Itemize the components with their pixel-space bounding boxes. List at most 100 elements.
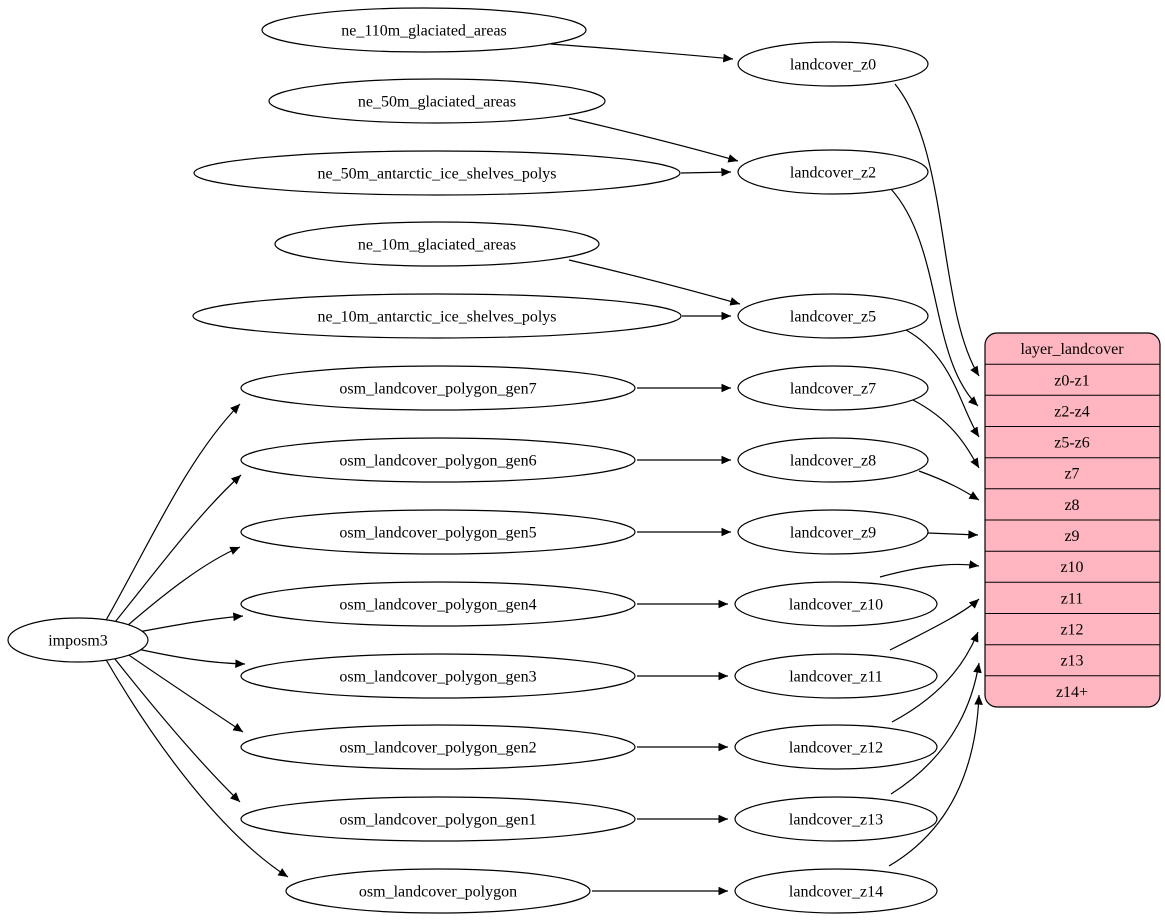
node-landcover-z11: landcover_z11 (734, 653, 938, 699)
record-row-z2z4: z2-z4 (1054, 403, 1090, 420)
node-shape (285, 868, 591, 914)
edge-imposm3-to-gen3 (132, 647, 246, 669)
edge-z10-to-row-z10 (879, 560, 980, 578)
node-label: osm_landcover_polygon (359, 884, 517, 901)
node-ne-50m-glaciated-areas: ne_50m_glaciated_areas (268, 78, 606, 124)
node-label: landcover_z2 (790, 165, 876, 182)
record-row-z7: z7 (1064, 466, 1079, 483)
node-ne-10m-antarctic-ice-shelves-polys: ne_10m_antarctic_ice_shelves_polys (192, 293, 682, 339)
edge-imposm3-to-gen6 (110, 474, 242, 628)
node-label: landcover_z9 (790, 525, 876, 542)
node-shape (734, 724, 938, 770)
node-label: osm_landcover_polygon_gen7 (339, 381, 536, 398)
node-label: osm_landcover_polygon_gen3 (339, 669, 536, 686)
edge-z12-to-row-z12 (891, 631, 979, 723)
edge-z0-to-row-z0z1 (894, 83, 980, 377)
node-landcover-z0: landcover_z0 (737, 41, 929, 87)
node-osm-landcover-polygon-gen2: osm_landcover_polygon_gen2 (240, 724, 636, 770)
node-shape (737, 365, 929, 411)
edge-imposm3-to-gen5 (119, 546, 241, 633)
node-shape (737, 41, 929, 87)
edge-ne10mg-to-z5 (568, 259, 741, 306)
node-landcover-z7: landcover_z7 (737, 365, 929, 411)
edge-ne50mg-to-z2 (568, 117, 739, 163)
record-row-z10: z10 (1060, 559, 1083, 576)
node-ne-50m-antarctic-ice-shelves-polys: ne_50m_antarctic_ice_shelves_polys (193, 150, 681, 196)
node-label: landcover_z10 (789, 597, 883, 614)
node-landcover-z10: landcover_z10 (734, 581, 938, 627)
node-label: ne_10m_antarctic_ice_shelves_polys (317, 309, 556, 326)
node-osm-landcover-polygon: osm_landcover_polygon (285, 868, 591, 914)
edge-z11-to-row-z11 (889, 598, 980, 651)
record-row-z14: z14+ (1056, 684, 1088, 701)
record-row-z11: z11 (1061, 590, 1084, 607)
edge-ne110m-to-z0 (550, 43, 734, 63)
record-row-z12: z12 (1060, 622, 1083, 639)
node-osm-landcover-polygon-gen7: osm_landcover_polygon_gen7 (240, 365, 636, 411)
node-label: ne_10m_glaciated_areas (358, 237, 516, 254)
node-shape (737, 437, 929, 483)
node-osm-landcover-polygon-gen4: osm_landcover_polygon_gen4 (240, 581, 636, 627)
node-label: landcover_z0 (790, 57, 876, 74)
node-shape (737, 509, 929, 555)
edge-z14-to-row-z14 (888, 694, 983, 867)
node-shape (240, 581, 636, 627)
edge-z13-to-row-z13 (890, 662, 982, 795)
edge-z9-to-row-z9 (927, 530, 979, 539)
record-separators (985, 363, 1160, 677)
node-label: landcover_z13 (789, 812, 883, 829)
node-osm-landcover-polygon-gen1: osm_landcover_polygon_gen1 (240, 796, 636, 842)
node-osm-landcover-polygon-gen6: osm_landcover_polygon_gen6 (240, 437, 636, 483)
node-shape (192, 293, 682, 339)
edge-layer (104, 43, 983, 896)
edge-imposm3-to-gen4 (132, 612, 244, 634)
node-landcover-z12: landcover_z12 (734, 724, 938, 770)
record-row-z13: z13 (1060, 653, 1083, 670)
edge-imposm3-to-poly (104, 657, 289, 878)
node-label: landcover_z7 (790, 381, 876, 398)
record-row-z8: z8 (1064, 497, 1079, 514)
node-landcover-z8: landcover_z8 (737, 437, 929, 483)
edge-z8-to-row-z8 (918, 470, 980, 501)
node-label: ne_110m_glaciated_areas (341, 23, 507, 40)
record-row-z9: z9 (1064, 528, 1079, 545)
node-label: landcover_z11 (789, 669, 883, 686)
node-shape (240, 509, 636, 555)
node-shape (7, 617, 149, 663)
node-shape (734, 653, 938, 699)
node-label: landcover_z5 (790, 309, 876, 326)
edge-z2-to-row-z2z4 (890, 188, 979, 407)
node-label: osm_landcover_polygon_gen4 (339, 597, 536, 614)
node-landcover-z13: landcover_z13 (734, 796, 938, 842)
node-shape (737, 149, 929, 195)
edge-imposm3-to-gen7 (104, 403, 241, 623)
edge-imposm3-to-gen1 (110, 653, 241, 803)
node-landcover-z5: landcover_z5 (737, 293, 929, 339)
edge-z7-to-row-z7 (912, 399, 980, 469)
node-shape (193, 150, 681, 196)
node-landcover-z2: landcover_z2 (737, 149, 929, 195)
node-shape (240, 365, 636, 411)
node-shape (737, 293, 929, 339)
record-row-z0z1: z0-z1 (1054, 372, 1090, 389)
record-title: layer_landcover (1020, 341, 1124, 358)
node-label: osm_landcover_polygon_gen2 (339, 740, 536, 757)
node-imposm3: imposm3 (7, 617, 149, 663)
node-label: imposm3 (48, 633, 108, 650)
node-shape (734, 868, 938, 914)
node-label: osm_landcover_polygon_gen5 (339, 525, 536, 542)
node-landcover-z9: landcover_z9 (737, 509, 929, 555)
node-ne-110m-glaciated-areas: ne_110m_glaciated_areas (261, 7, 587, 53)
node-label: osm_landcover_polygon_gen1 (339, 812, 536, 829)
edge-imposm3-to-gen2 (119, 648, 244, 733)
record-row-z5z6: z5-z6 (1054, 435, 1090, 452)
node-label: osm_landcover_polygon_gen6 (339, 453, 536, 470)
node-label: landcover_z8 (790, 453, 876, 470)
node-shape (240, 724, 636, 770)
node-shape (261, 7, 587, 53)
edge-ne50ma-to-z2 (680, 167, 732, 177)
node-shape (734, 581, 938, 627)
node-shape (734, 796, 938, 842)
edge-z5-to-row-z5z6 (905, 329, 980, 438)
